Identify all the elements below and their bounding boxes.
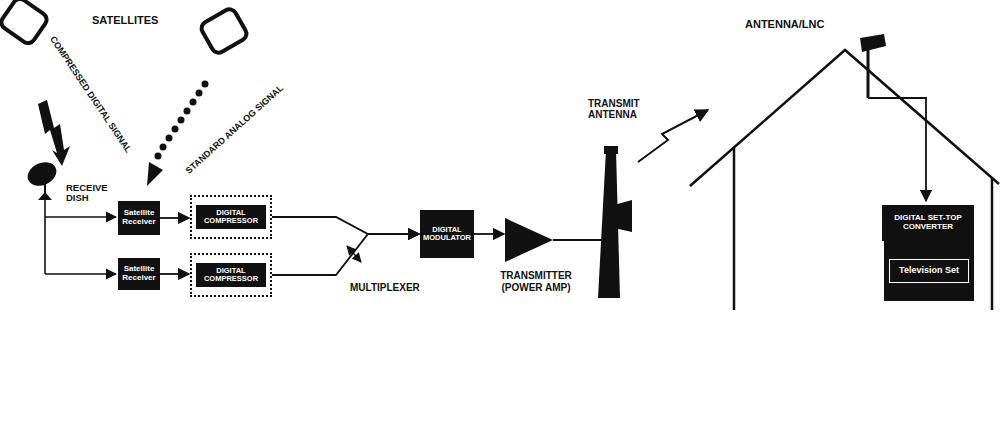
signal-label: STANDARD ANALOG SIGNAL [184,84,285,177]
satellite [0,0,49,46]
set-top-converter: DIGITAL SET-TOP CONVERTER [882,205,974,241]
amplifier-triangle [505,218,553,262]
node-text: Satellite Receiver [121,209,157,227]
television-set: Television Set [884,241,974,301]
compressor-core: DIGITAL COMPRESSOR [196,263,266,288]
node-text: Satellite Receiver [121,265,157,283]
broadcast-arrow [638,110,708,162]
signal-connector [272,217,419,234]
node-text: DIGITAL COMPRESSOR [199,267,263,284]
signal-label: SATELLITES [92,14,158,26]
transmitter-amp: TRANSMITTER (POWER AMP) [505,218,553,262]
signal-label: COMPRESSED DIGITAL SIGNAL [47,35,132,155]
signal-connector [160,217,189,219]
node-text: TRANSMITTER (POWER AMP) [493,270,579,293]
receiver-box: Satellite Receiver [118,258,160,290]
transmit-antenna [598,146,632,298]
compressor-core: DIGITAL COMPRESSOR [196,205,266,230]
node-text: DIGITAL SET-TOP CONVERTER [885,214,971,232]
node-text: DIGITAL MODULATOR [423,226,471,243]
signal-connector [474,233,504,235]
compressor-box: DIGITAL COMPRESSOR [190,195,272,239]
signal-label: ANTENNA/LNC [745,18,824,30]
tv-screen: Television Set [889,259,969,283]
modulator-box: DIGITAL MODULATOR [420,210,474,258]
signal-label: MULTIPLEXER [350,282,420,293]
signal-label: TRANSMIT ANTENNA [588,98,660,120]
node-text: Television Set [893,266,965,276]
compressor-box: DIGITAL COMPRESSOR [190,253,272,297]
house [690,50,999,310]
analog-signal-dots [147,81,209,187]
signal-connector [272,234,419,275]
signal-label: RECEIVE DISH [66,183,114,204]
rooftop-antenna [860,34,926,201]
node-text: DIGITAL COMPRESSOR [199,209,263,226]
receive-dish [24,158,116,274]
receiver-box: Satellite Receiver [118,201,160,235]
antenna-feed [553,239,603,241]
satellite [199,7,249,55]
signal-connector [160,273,189,275]
digital-signal-arrow [38,100,70,166]
